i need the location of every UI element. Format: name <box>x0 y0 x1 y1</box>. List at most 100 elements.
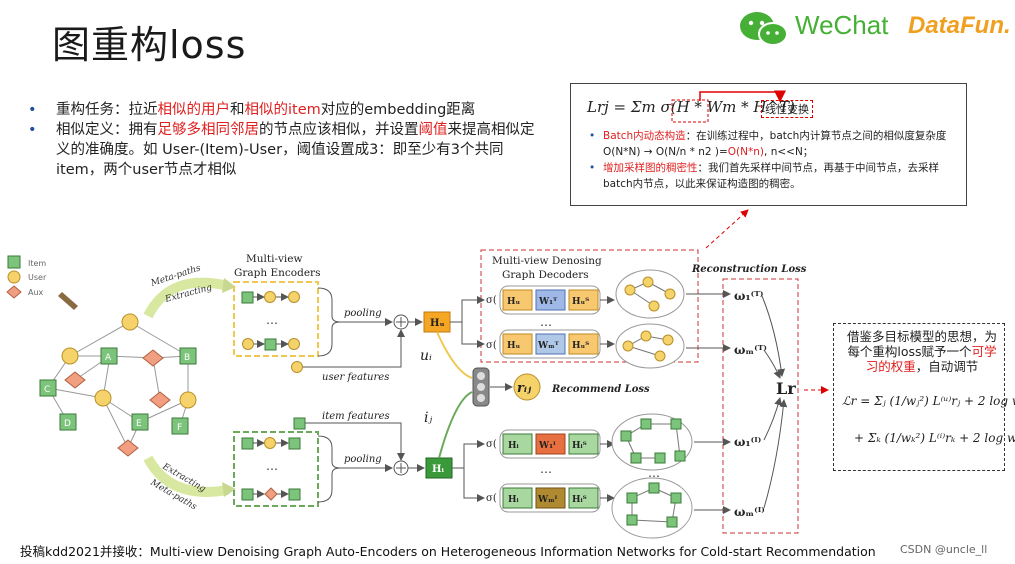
graph-item-node-b <box>179 347 197 365</box>
callout-arrow-formula <box>705 209 749 249</box>
ui-label: uᵢ <box>420 348 432 364</box>
omega-1u-label: ω₁⁽ᵁ⁾ <box>734 289 763 303</box>
item-decoder-row-1: σ( Hᵢ W₁ᴵ Hᵢᵀ <box>486 429 601 459</box>
reconstruction-loss-box <box>722 278 799 534</box>
decoders-highlight-box <box>480 249 699 363</box>
wm-highlight <box>671 99 709 123</box>
bullet-item: 相似定义：拥有足够多相同邻居的节点应该相似，并设置阈值来提高相似定义的准确度。如… <box>28 120 548 180</box>
weight-description: 借鉴多目标模型的思想，为每个重构loss赋予一个可学习的权重，自动调节 <box>846 329 997 374</box>
ij-label: iⱼ <box>424 410 432 426</box>
graph-aux-node <box>64 371 86 389</box>
encoders-title: Multi-view <box>246 253 303 265</box>
extracting-arrowhead <box>222 278 236 293</box>
legend-item-icon <box>7 255 21 269</box>
extracting-arrow-bottom <box>143 455 229 497</box>
svg-text:Hᵢ: Hᵢ <box>508 495 520 505</box>
graph-item-node-c <box>39 379 57 397</box>
wechat-icon <box>740 12 788 46</box>
ellipsis: … <box>648 466 660 480</box>
node-label: F <box>177 423 182 433</box>
graph-user-node <box>94 389 112 407</box>
formula-transpose-arrow <box>699 90 786 103</box>
user-feature-node <box>291 361 303 373</box>
ellipsis: … <box>540 462 552 476</box>
item-encoder-path-1 <box>241 437 301 450</box>
legend-aux-label: Aux <box>28 288 44 297</box>
decoders-title: Graph Decoders <box>502 269 589 281</box>
decoders-title: Multi-view Denosing <box>492 255 602 267</box>
hu-label: Hᵤ <box>430 318 445 329</box>
formula-box: Lrj = Σm σ(H * Wm * H^T) 线性变换 Batch内动态构造… <box>570 83 967 206</box>
user-brace <box>317 287 341 357</box>
loss-formula-line1: ℒr = Σⱼ (1/wⱼ²) L⁽ᵘ⁾rⱼ + 2 log wⱼ) <box>842 394 1015 408</box>
omega-1i-label: ω₁⁽ᴵ⁾ <box>734 435 761 449</box>
item-feature-node <box>293 417 306 430</box>
node-label: E <box>136 419 142 429</box>
ellipsis: … <box>266 313 278 327</box>
node-label: C <box>44 385 50 395</box>
logo <box>735 6 1005 50</box>
loss-formula-line2: + Σₖ (1/wₖ²) L⁽ⁱ⁾rₖ + 2 log wₖ) <box>854 431 1015 445</box>
hi-label: Hᵢ <box>432 464 444 475</box>
hi-to-decoder-line <box>452 440 485 469</box>
legend-aux-icon <box>6 285 22 299</box>
pooling-label: pooling <box>344 454 382 465</box>
formula-note: Batch内动态构造：在训练过程中，batch内计算节点之间的相似度复杂度O(N… <box>589 128 959 160</box>
legend-user-icon <box>7 270 21 284</box>
graph-user-node <box>179 391 197 409</box>
node-label: D <box>64 419 71 429</box>
graph-item-node-a <box>100 347 118 365</box>
item-features-label: item features <box>322 411 390 422</box>
graph-user-node <box>121 313 139 331</box>
graph-item-node-f <box>171 417 189 435</box>
omega-mu-label: ωₘ⁽ᵁ⁾ <box>734 343 767 357</box>
graph-aux-node <box>142 349 164 367</box>
graph-aux-node <box>149 391 171 409</box>
svg-text:σ(: σ( <box>486 439 497 450</box>
ellipsis: … <box>266 459 278 473</box>
footer-citation: 投稿kdd2021并接收：Multi-view Denoising Graph … <box>20 544 876 559</box>
rij-node <box>513 373 541 401</box>
svg-text:σ(: σ( <box>486 295 497 306</box>
pencil-icon <box>58 292 78 310</box>
user-features-arrow <box>303 329 405 368</box>
legend-user-label: User <box>28 273 47 282</box>
bullet-list: 重构任务：拉近相似的用户和相似的item对应的embedding距离 相似定义：… <box>28 100 548 180</box>
reconstruction-loss-label: Reconstruction Loss <box>691 264 807 275</box>
graph-item-node-e <box>131 413 149 431</box>
graph-item-node-d <box>59 413 77 431</box>
wechat-logo-text: WeChat <box>795 10 889 40</box>
bullet-item: 重构任务：拉近相似的用户和相似的item对应的embedding距离 <box>28 100 548 120</box>
svg-text:Wₘᵁ: Wₘᵁ <box>537 341 560 351</box>
linear-transform-label: 线性变换 <box>761 100 813 118</box>
item-brace <box>317 435 341 503</box>
pooling-label: pooling <box>344 308 382 319</box>
extracting-arrow-top <box>143 277 230 319</box>
svg-text:Hᵤ: Hᵤ <box>507 297 521 307</box>
rij-label: rᵢⱼ <box>517 381 532 396</box>
item-features-arrow <box>305 422 405 461</box>
datafun-logo-text: DataFun. <box>908 12 1011 39</box>
recommend-loss-label: Recommend Loss <box>551 384 650 395</box>
reconstruction-formula: Lrj = Σm σ(H * Wm * H^T) <box>587 98 795 116</box>
svg-text:σ(: σ( <box>486 493 497 504</box>
user-decoder-row-m: σ( Hᵤ Wₘᵁ Hᵤᵀ <box>486 329 601 359</box>
svg-text:Hᵤᵀ: Hᵤᵀ <box>572 341 589 351</box>
hi-to-rec-line <box>438 391 473 459</box>
item-encoder-path-2 <box>241 487 301 501</box>
graph-aux-node <box>117 439 139 457</box>
svg-text:Hᵢ: Hᵢ <box>508 441 520 451</box>
svg-text:σ(: σ( <box>486 340 497 351</box>
hu-to-decoder-line <box>450 296 485 323</box>
node-label: A <box>105 353 112 363</box>
graph-user-node <box>61 347 79 365</box>
user-encoder-box <box>233 281 319 357</box>
svg-text:W₁ᵁ: W₁ᵁ <box>538 297 558 307</box>
page-title: 图重构loss <box>52 23 247 67</box>
item-decoder-row-m: σ( Hᵢ Wₘᴵ Hᵢᵀ <box>486 483 601 513</box>
item-encoder-box <box>233 431 319 507</box>
svg-text:Hᵢᵀ: Hᵢᵀ <box>572 495 587 505</box>
encoders-title: Graph Encoders <box>234 267 320 279</box>
